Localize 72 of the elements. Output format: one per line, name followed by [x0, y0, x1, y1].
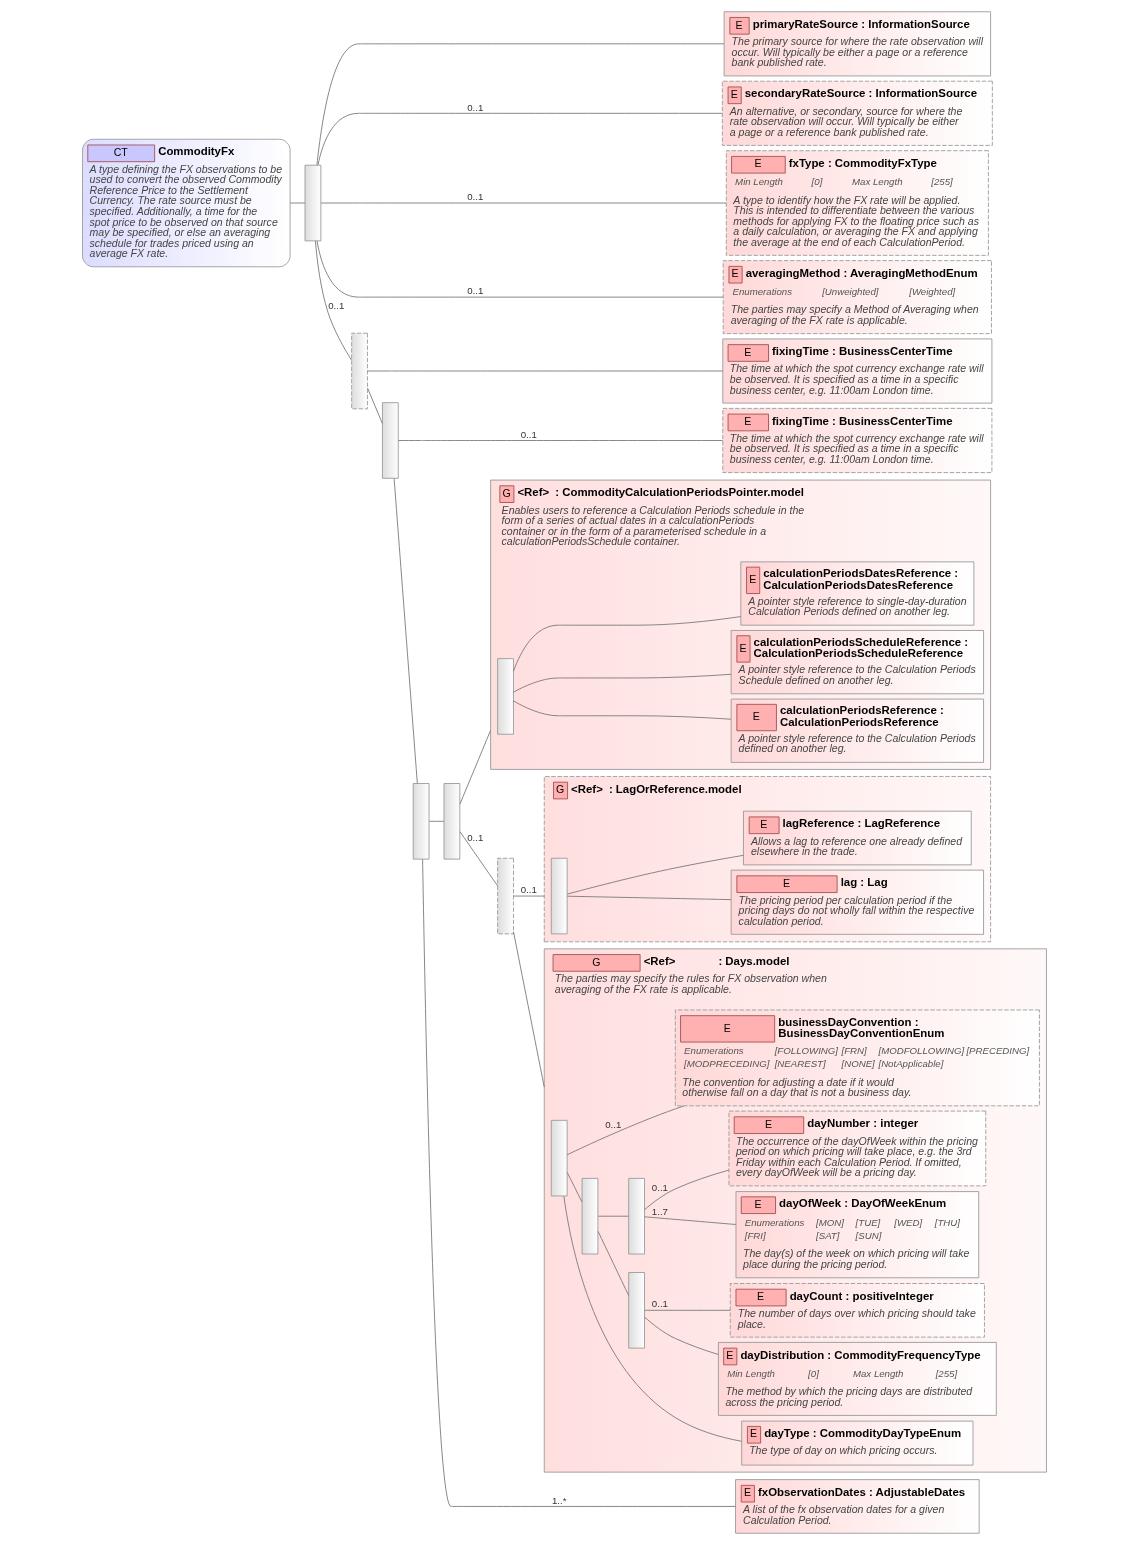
node-box: E secondaryRateSource : InformationSource An alternative, or secondary, source for where the rate observation will occur. Will typically be either a page or a reference bank published rate. [721, 80, 993, 146]
connector [397, 440, 723, 441]
node-bar [496, 658, 514, 735]
edge-label: 0..1 [466, 101, 483, 113]
node-bar [350, 332, 368, 410]
connector [597, 1230, 629, 1296]
node-box: E dayOfWeek : DayOfWeekEnum Enumerations [MON] [TUE] [WED] [THU] [FRI] [SAT] [SUN] The day(s) of the week on which pricing will take place during the pricing period. [735, 1191, 979, 1279]
node-bar [581, 1177, 598, 1255]
connector [317, 112, 723, 166]
connector [458, 729, 491, 805]
edge-label: 0..1 [520, 428, 537, 440]
connector [566, 1172, 582, 1203]
edge-label: 0..1 [466, 832, 483, 844]
connector [320, 202, 727, 204]
connector [643, 1316, 719, 1355]
node-box: E averagingMethod : AveragingMethodEnum Enumerations [Unweighted] [Weighted] The parties may specify a Method of Averaging when averaging of the FX rate is applicable. [722, 260, 992, 335]
connector [643, 1216, 736, 1225]
connector [512, 931, 545, 1088]
connector [366, 370, 723, 372]
edge-label: 1..7 [651, 1206, 668, 1218]
node-box: E calculationPeriodsReference : CalculationPeriodsReference A pointer style reference to the Calculation Periods defined on another leg. [730, 698, 984, 763]
node-box: E dayDistribution : CommodityFrequencyType Min Length [0] Max Length [255] The method by which the pricing days are distributed across the pricing period. [717, 1341, 997, 1416]
node-box: E calculationPeriodsScheduleReference : CalculationPeriodsScheduleReference A pointer style reference to the Calculation Periods Schedule defined on another leg. [730, 630, 984, 695]
node-bar [304, 164, 321, 242]
node-box: E dayCount : positiveInteger The number of days over which pricing should take place. [729, 1283, 985, 1338]
connector [316, 240, 723, 298]
connector [366, 387, 383, 424]
node-box: E dayType : CommodityDayTypeEnum The type of day on which pricing occurs. [740, 1420, 973, 1466]
node-box: E businessDayConvention : BusinessDayConventionEnum Enumerations [FOLLOWING] [FRN] [MODFOLLOWING] [PRECEDING] [MODPRECEDING] [NEAREST] [NONE] [NotApplicable] The convention for adjusting a date if it would otherwise fall on a day that is not a business day. [674, 1009, 1040, 1107]
node-box: E lag : Lag The pricing period per calculation period if the pricing days do not wholly fall within the respective calculation period. [730, 869, 984, 935]
connector [512, 700, 731, 720]
connector [289, 202, 305, 204]
connector [428, 820, 444, 822]
connector [643, 1169, 729, 1210]
connector [597, 1215, 629, 1217]
connector [562, 1195, 742, 1442]
connector [566, 895, 731, 901]
node-bar [550, 857, 568, 935]
node-bar [496, 857, 514, 935]
connector [512, 895, 545, 897]
node-box: CT CommodityFx A type defining the FX observations to be used to convert the observed Commodity Reference Price to the Settlement Currency. The rate source must be specified. Additionally, a time for the spot price to be observed on that source may be specified, or else an averaging schedule for trades priced using an average FX rate. [81, 138, 290, 268]
edge-label: 1..* [551, 1494, 566, 1506]
node-box: E lagReference : LagReference Allows a lag to reference one already defined elsewhere in the trade. [742, 810, 972, 866]
edge-label: 0..1 [651, 1181, 668, 1193]
node-bar [443, 783, 460, 860]
edge-label: 0..1 [604, 1119, 621, 1131]
node-bar [381, 402, 399, 479]
node-box: E calculationPeriodsDatesReference : CalculationPeriodsDatesReference A pointer style reference to single-day-duration Calculation Periods defined on another leg. [739, 561, 974, 626]
node-box: E dayNumber : integer The occurrence of the dayOfWeek within the pricing period on which pricing will take place, e.g. the 3rd Friday within each Calculation Period. If omitted, every dayOfWeek will be a pricing day. [728, 1110, 986, 1187]
node-bar [412, 783, 429, 860]
node-box: E primaryRateSource : InformationSource The primary source for where the rate observation will occur. Will typically be either a page or a reference bank published rate. [723, 11, 991, 77]
node-box: E fxObservationDates : AdjustableDates A list of the fx observation dates for a given Calculation Period. [734, 1479, 980, 1534]
connector [393, 477, 418, 784]
connector [643, 1309, 730, 1311]
edge-label: 0..1 [466, 285, 483, 297]
connector [314, 240, 352, 361]
node-box: E fixingTime : BusinessCenterTime The time at which the spot currency exchange rate will be observed. It is specified as a time in a specific business center, e.g. 11:00am London time. [721, 338, 992, 404]
connector [512, 616, 741, 672]
connector [316, 43, 724, 166]
connector [459, 831, 498, 887]
connector [566, 854, 744, 895]
node-bar [627, 1272, 645, 1349]
node-bar [627, 1177, 645, 1255]
edge-label: 0..1 [466, 191, 483, 203]
edge-label: 0..1 [520, 884, 537, 896]
node-box: E fxType : CommodityFxType Min Length [0] Max Length [255] A type to identify how the FX rate will be applied. This is intended to differentiate between the various methods for applying FX to the floating price such as a daily calculation, or averaging the FX and applying the average at the end of each CalculationPeriod. [725, 150, 989, 256]
node-box: E fixingTime : BusinessCenterTime The time at which the spot currency exchange rate will be observed. It is specified as a time in a specific business center, e.g. 11:00am London time. [721, 407, 992, 474]
node-bar [550, 1119, 568, 1197]
connector [512, 673, 731, 693]
edge-label: 0..1 [327, 300, 344, 312]
edge-label: 0..1 [651, 1298, 668, 1310]
connector [566, 1105, 684, 1156]
